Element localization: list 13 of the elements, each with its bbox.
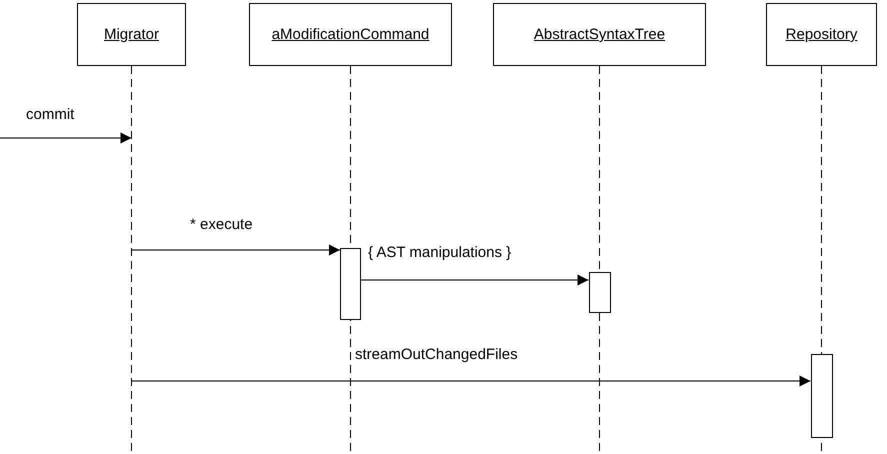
object-box: Repository	[766, 3, 877, 66]
message-arrow	[360, 274, 589, 286]
object-box: Migrator	[77, 3, 186, 66]
activation-bar	[810, 354, 832, 438]
activation-bar	[340, 248, 361, 320]
object-box: AbstractSyntaxTree	[493, 3, 706, 66]
message-label: streamOutChangedFiles	[355, 346, 518, 364]
object-box: aModificationCommand	[249, 3, 452, 66]
message-arrow	[0, 132, 132, 144]
message-label: { AST manipulations }	[368, 244, 512, 262]
message-arrow	[131, 376, 811, 386]
message-arrow	[131, 244, 340, 256]
activation-bar	[588, 272, 610, 313]
